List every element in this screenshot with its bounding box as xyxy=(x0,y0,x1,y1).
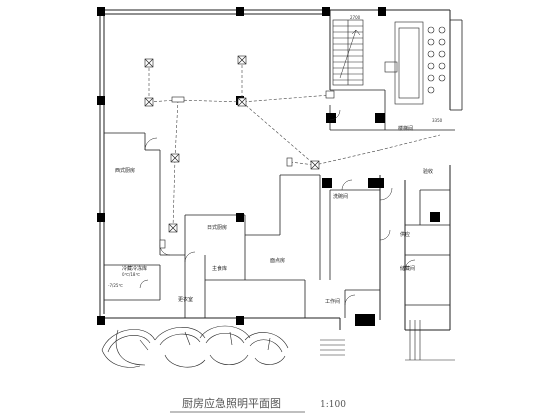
interior-walls xyxy=(104,19,463,318)
drawing-title: 厨房应急照明平面图 xyxy=(182,396,281,410)
column xyxy=(97,316,105,325)
column xyxy=(236,7,244,16)
room-label-west-kitchen: 西式厨房 xyxy=(115,167,135,174)
outer-walls xyxy=(99,9,451,331)
room-label-stair: 楼梯间 xyxy=(398,125,413,132)
drawing-scale: 1:100 xyxy=(320,400,346,410)
room-label-frozen-storage: 冷藏冷冻库 xyxy=(122,265,147,272)
structural-columns xyxy=(97,7,440,326)
emergency-light-icon xyxy=(144,58,154,68)
dimension-right: 3350 xyxy=(432,118,443,123)
emergency-light-icon xyxy=(168,223,178,233)
column xyxy=(375,113,385,123)
room-label-main-kitchen: 主食库 xyxy=(212,265,227,272)
column xyxy=(368,178,384,188)
column xyxy=(236,213,244,222)
column xyxy=(355,314,375,326)
emergency-light-icon xyxy=(237,97,247,107)
column xyxy=(97,7,105,16)
column xyxy=(236,316,244,325)
column xyxy=(430,212,440,222)
column xyxy=(322,178,332,188)
drawing-title-block: 厨房应急照明平面图 1:100 xyxy=(170,396,346,413)
room-label-receiving: 验收 xyxy=(423,168,433,175)
column xyxy=(322,7,330,16)
room-label-storage: 储藏间 xyxy=(400,265,415,272)
emergency-lights xyxy=(144,55,335,249)
exit-sign-icon xyxy=(171,96,185,103)
room-label-japanese-kitchen: 日式厨房 xyxy=(207,224,227,231)
emergency-light-icon xyxy=(237,55,247,65)
door-swings xyxy=(139,109,416,306)
exit-sign-icon xyxy=(325,90,335,99)
staircase xyxy=(332,19,446,105)
column xyxy=(326,113,336,123)
emergency-light-icon xyxy=(170,153,180,163)
exit-sign-icon xyxy=(286,157,293,167)
room-labels: 西式厨房 日式厨房 主食库 面点房 冷藏冷冻库 0℃/18℃ -7/25℃ 洗碗… xyxy=(108,15,443,305)
emergency-light-icon xyxy=(144,97,154,107)
column xyxy=(97,213,105,222)
room-label-pastry: 面点房 xyxy=(270,257,285,264)
emergency-circuit xyxy=(148,60,441,229)
column xyxy=(97,96,105,105)
exit-sign-icon xyxy=(159,239,166,249)
emergency-light-icon xyxy=(310,160,320,170)
column xyxy=(378,7,386,16)
room-label-supply: 供应 xyxy=(400,231,410,238)
room-label-office: 工作间 xyxy=(325,298,340,305)
curved-seating xyxy=(101,325,289,368)
room-label-temp: -7/25℃ xyxy=(108,283,123,288)
room-label-changing: 更衣室 xyxy=(178,296,193,303)
entry-steps xyxy=(320,320,455,361)
room-label-dish-room: 洗碗间 xyxy=(333,193,348,200)
dimension-top: 2700 xyxy=(350,15,361,20)
room-label-frozen-storage-sub: 0℃/18℃ xyxy=(122,272,140,277)
